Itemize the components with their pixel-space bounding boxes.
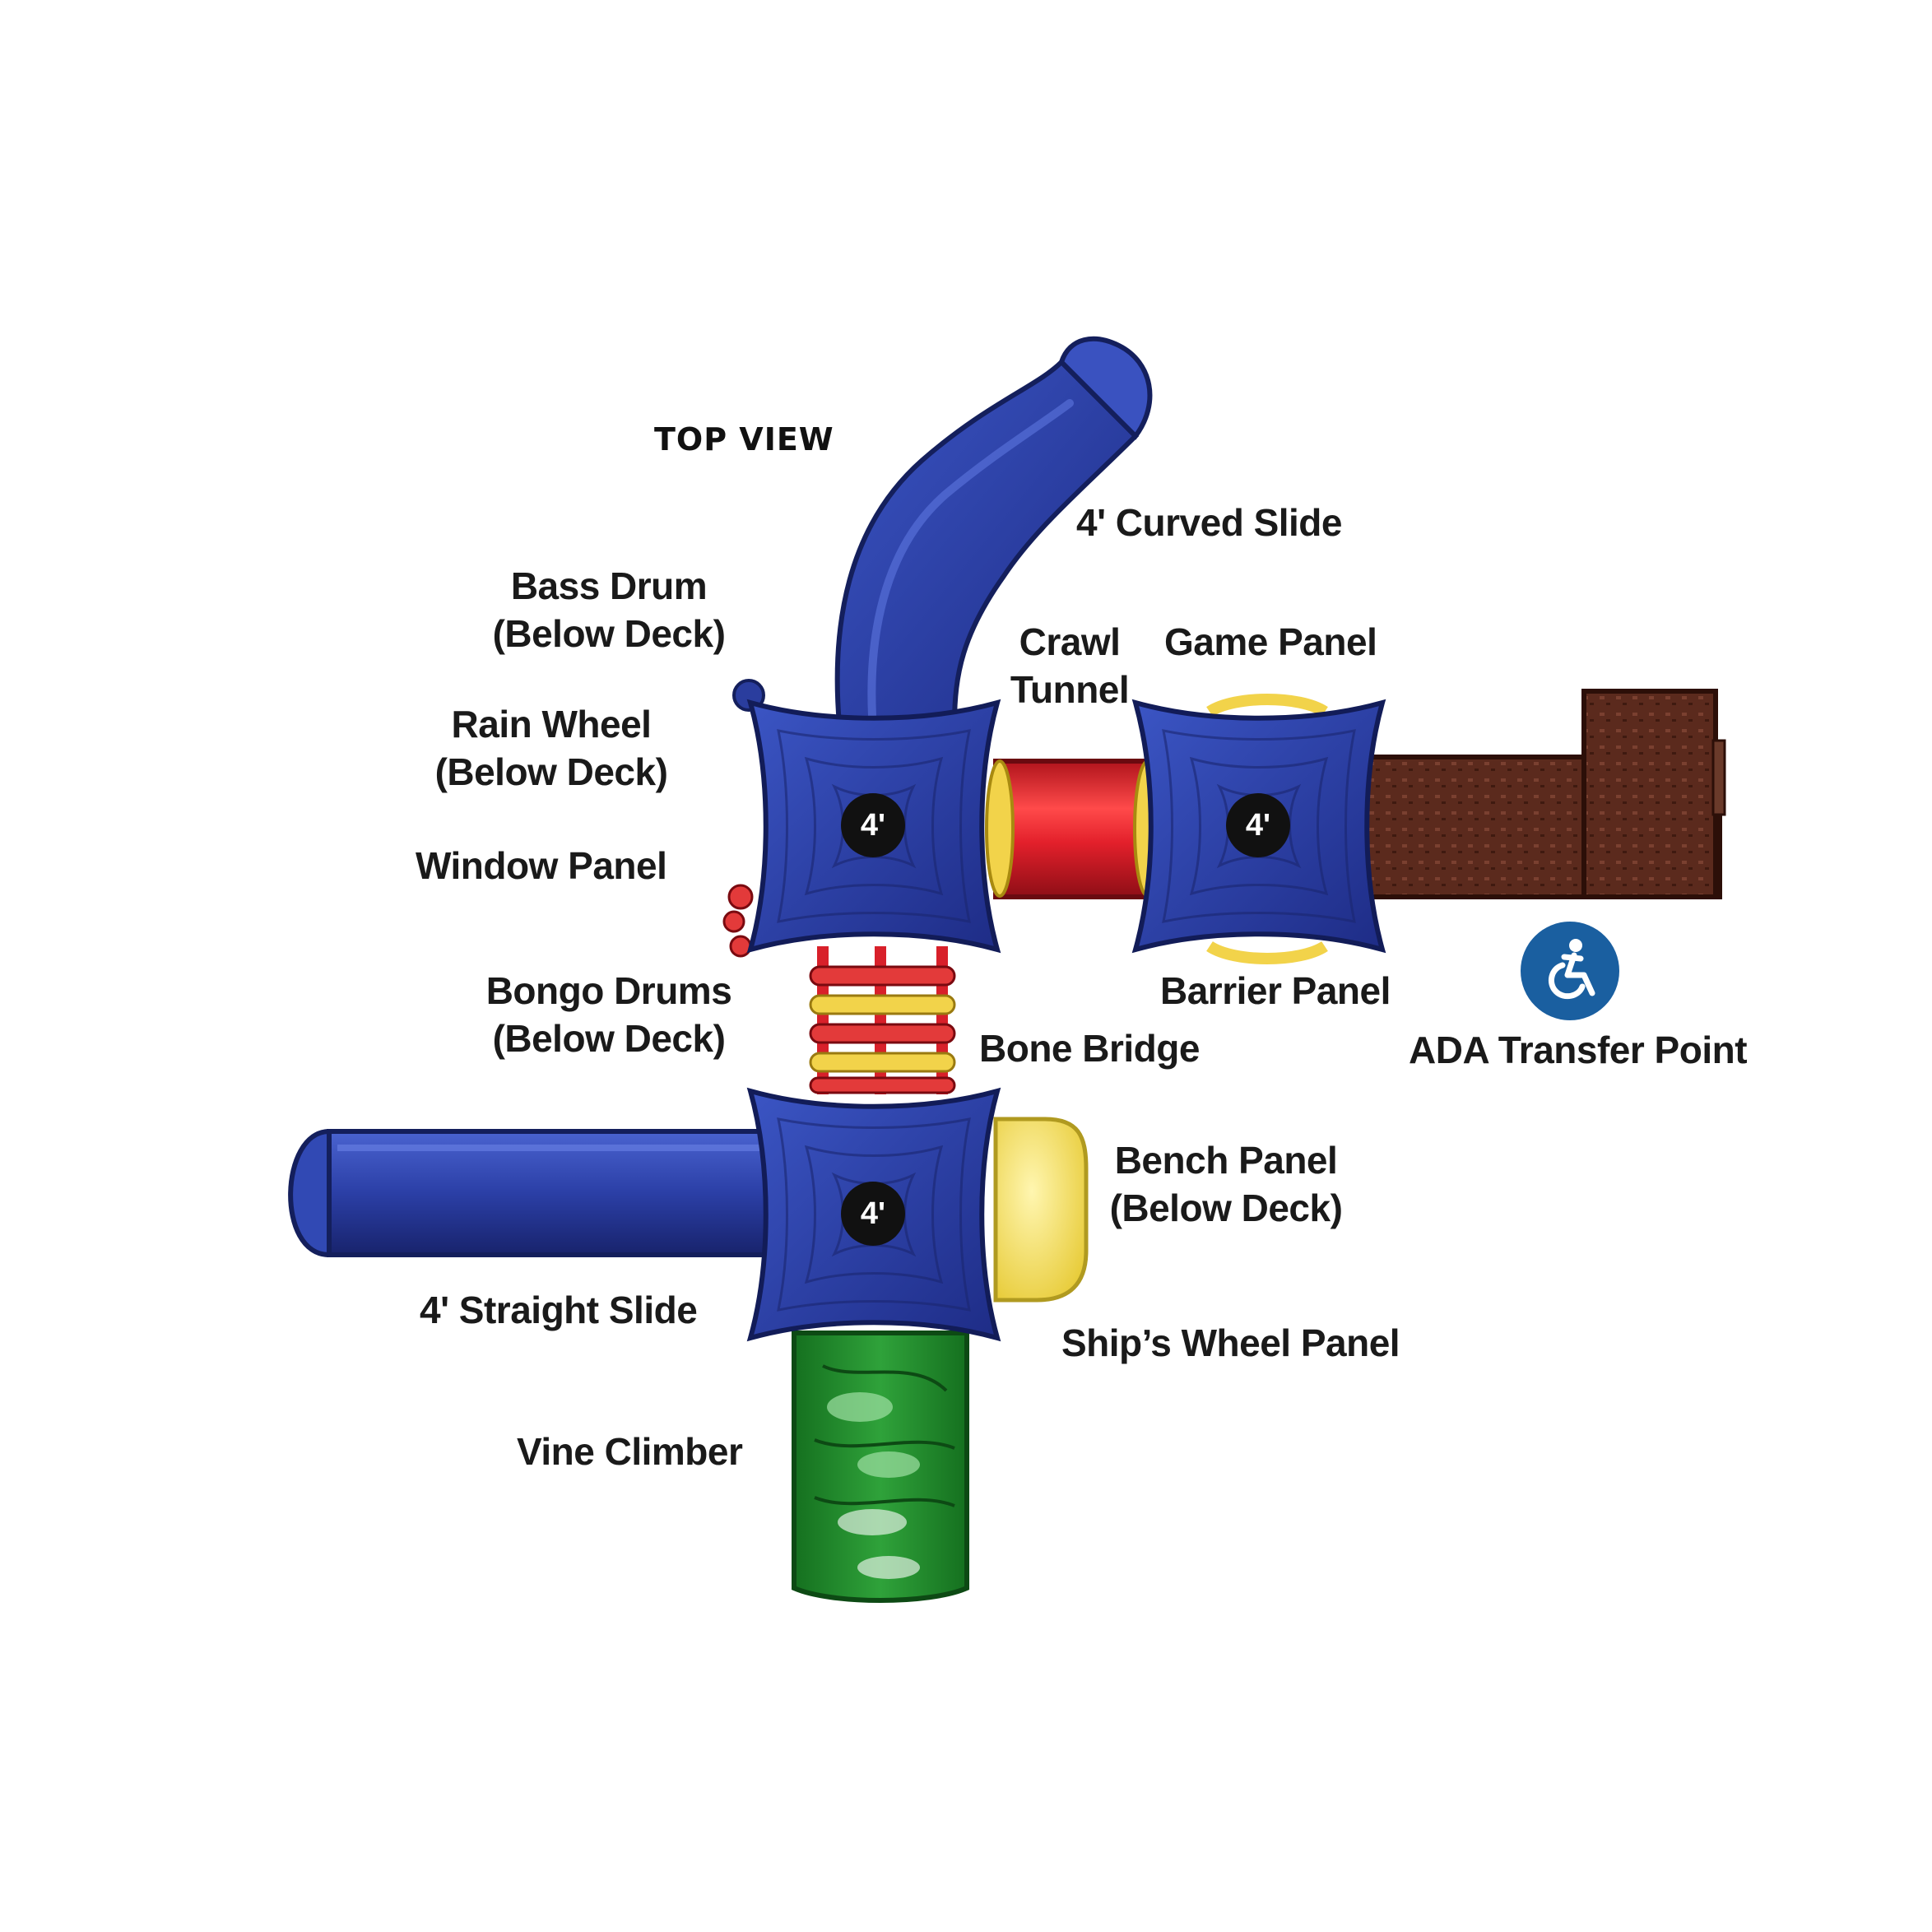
label-bongo-drums-line1: Bongo Drums bbox=[485, 969, 732, 1012]
diagram-title: TOP VIEW bbox=[654, 421, 834, 457]
ada-transfer-platform bbox=[1355, 689, 1726, 899]
label-vine-climber: Vine Climber bbox=[517, 1430, 743, 1473]
vine-climber bbox=[792, 1331, 969, 1603]
deck-texture bbox=[1189, 756, 1329, 896]
label-crawl-tunnel-line2: Tunnel bbox=[1010, 667, 1130, 711]
label-bass-drum-line1: Bass Drum bbox=[510, 564, 708, 607]
bone-bridge bbox=[809, 946, 956, 1094]
label-crawl-tunnel-line1: Crawl bbox=[1019, 620, 1121, 663]
bench-panel bbox=[993, 1117, 1089, 1303]
label-rain-wheel: Rain Wheel (Below Deck) bbox=[420, 701, 683, 796]
ada-badge bbox=[1521, 922, 1619, 1020]
curved-slide bbox=[834, 336, 1153, 727]
label-ships-wheel-panel: Ship’s Wheel Panel bbox=[1061, 1321, 1400, 1364]
label-game-panel: Game Panel bbox=[1164, 620, 1377, 663]
deck-texture bbox=[831, 1172, 917, 1257]
label-straight-slide: 4' Straight Slide bbox=[420, 1289, 698, 1331]
label-bongo-drums-line2: (Below Deck) bbox=[492, 1016, 726, 1060]
label-ada-transfer-point: ADA Transfer Point bbox=[1409, 1029, 1748, 1071]
label-bass-drum-line2: (Below Deck) bbox=[492, 611, 726, 655]
deck-texture bbox=[1216, 783, 1302, 869]
label-barrier-panel: Barrier Panel bbox=[1160, 969, 1391, 1012]
deck-texture bbox=[777, 729, 971, 923]
bongo-drums bbox=[722, 884, 754, 958]
deck-texture bbox=[831, 783, 917, 869]
deck-height-badge: 4' bbox=[1226, 793, 1290, 857]
label-bench-panel: Bench Panel (Below Deck) bbox=[1090, 1137, 1362, 1232]
deck-texture bbox=[1162, 729, 1356, 923]
deck-texture bbox=[804, 756, 944, 896]
label-crawl-tunnel: Crawl Tunnel bbox=[1000, 619, 1140, 713]
label-curved-slide: 4' Curved Slide bbox=[1076, 501, 1343, 544]
label-bongo-drums: Bongo Drums (Below Deck) bbox=[473, 968, 745, 1062]
crawl-tunnel bbox=[985, 759, 1163, 899]
label-bone-bridge: Bone Bridge bbox=[979, 1027, 1200, 1070]
deck-texture bbox=[777, 1117, 971, 1312]
label-window-panel: Window Panel bbox=[416, 844, 667, 887]
label-rain-wheel-line2: (Below Deck) bbox=[434, 750, 668, 793]
game-panel bbox=[1206, 694, 1328, 718]
straight-slide bbox=[288, 1128, 792, 1258]
deck-height-badge: 4' bbox=[841, 1182, 905, 1246]
label-rain-wheel-line1: Rain Wheel bbox=[451, 703, 652, 745]
wheelchair-icon bbox=[1548, 939, 1595, 1000]
deck-texture bbox=[804, 1145, 944, 1284]
deck-height-badge: 4' bbox=[841, 793, 905, 857]
label-bench-panel-line1: Bench Panel bbox=[1114, 1139, 1338, 1182]
label-bass-drum: Bass Drum (Below Deck) bbox=[477, 563, 741, 657]
label-bench-panel-line2: (Below Deck) bbox=[1109, 1186, 1343, 1229]
barrier-panel bbox=[1206, 940, 1328, 964]
